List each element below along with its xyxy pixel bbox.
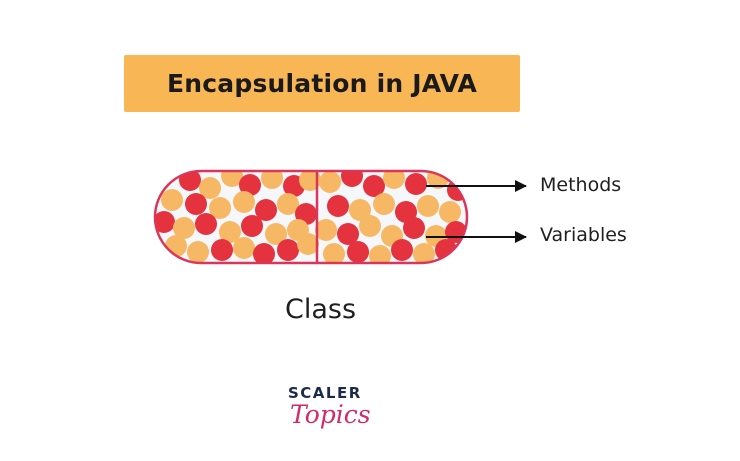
capsule-dot	[261, 171, 283, 189]
capsule-dot	[195, 213, 217, 235]
title-banner: Encapsulation in JAVA	[124, 55, 520, 112]
capsule-dot	[383, 171, 405, 189]
capsule-dot	[277, 239, 299, 261]
capsule-dot	[255, 199, 277, 221]
capsule-dot	[265, 223, 287, 245]
capsule-dot	[299, 171, 321, 191]
capsule-dot	[323, 243, 345, 263]
logo-top-text: SCALER	[288, 384, 362, 402]
capsule-dot	[241, 215, 263, 237]
capsule-dots	[155, 171, 467, 263]
capsule-dot	[253, 243, 275, 263]
capsule-dot	[391, 239, 413, 261]
capsule-dot	[363, 175, 385, 197]
capsule-dot	[233, 191, 255, 213]
capsule-dot	[165, 235, 187, 257]
capsule-dot	[187, 241, 209, 263]
capsule-dot	[233, 237, 255, 259]
methods-label: Methods	[540, 174, 622, 196]
capsule-dot	[369, 245, 391, 263]
variables-label: Variables	[540, 224, 627, 246]
capsule-dot	[315, 219, 337, 241]
capsule-dot	[403, 217, 425, 239]
capsule-dot	[297, 233, 319, 255]
capsule-dot	[173, 217, 195, 239]
capsule-dot	[341, 171, 363, 187]
logo-bottom-text: Topics	[290, 400, 371, 429]
class-label: Class	[285, 294, 357, 325]
capsule-dot	[199, 177, 221, 199]
capsule-dot	[319, 171, 341, 193]
capsule-dot	[219, 221, 241, 243]
capsule-dot	[349, 199, 371, 221]
capsule-dot	[405, 173, 427, 195]
capsule-dot	[359, 215, 381, 237]
capsule-dot	[347, 241, 369, 263]
capsule-outline	[153, 169, 469, 265]
capsule-dot	[337, 223, 359, 245]
capsule-dot	[221, 171, 243, 187]
capsule-dot	[327, 195, 349, 217]
capsule-dot	[413, 243, 435, 263]
capsule-dot	[277, 193, 299, 215]
capsule-dot	[439, 201, 461, 223]
capsule-dot	[155, 211, 175, 233]
scaler-topics-logo: SCALER Topics	[276, 384, 376, 444]
capsule-dot	[373, 193, 395, 215]
capsule-dot	[211, 239, 233, 261]
capsule-dot	[209, 197, 231, 219]
capsule-dot	[185, 193, 207, 215]
capsule-dot	[239, 174, 261, 196]
capsule-dot	[417, 195, 439, 217]
capsule-dot	[161, 189, 183, 211]
diagram-title: Encapsulation in JAVA	[167, 69, 477, 98]
